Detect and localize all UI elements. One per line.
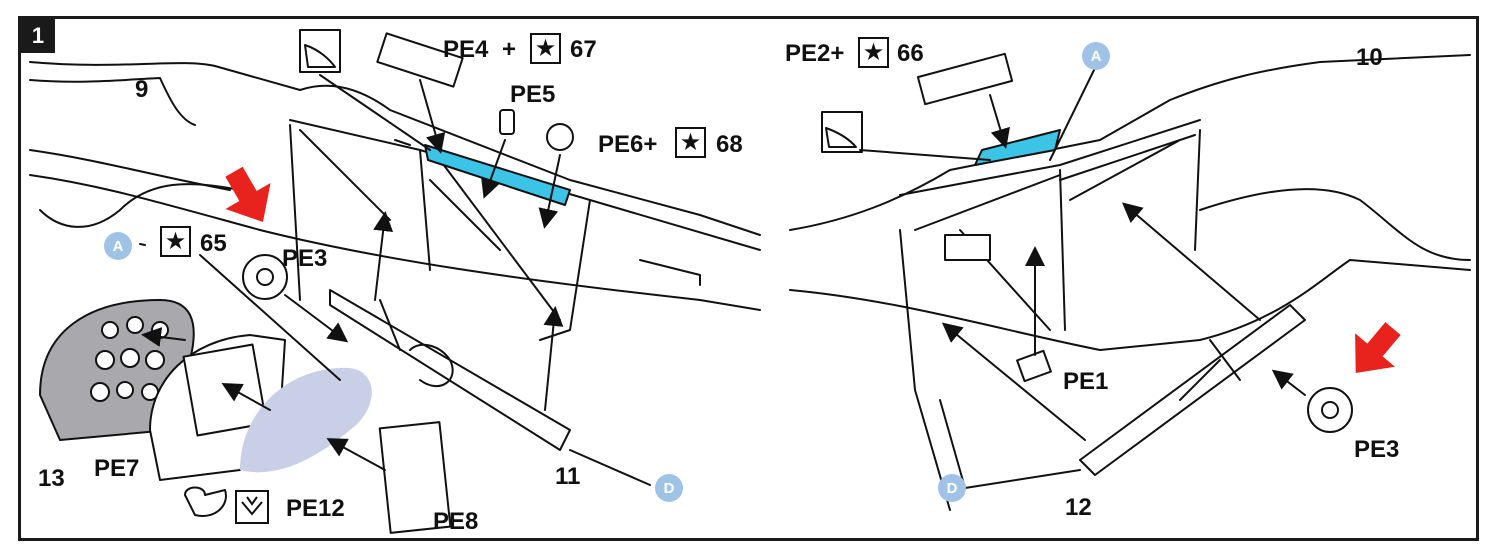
decal-star-icon-66: ★: [858, 37, 889, 68]
color-ref-a-left: A: [104, 232, 132, 260]
color-ref-a-right: A: [1082, 42, 1110, 70]
left-highlight-strip: [424, 144, 571, 206]
right-fuselage-lower: [789, 259, 1471, 351]
part-label-12: 12: [1065, 494, 1092, 521]
pe3-label-right: PE3: [1354, 436, 1400, 463]
step-number-badge: 1: [21, 19, 55, 53]
pe7-arrow: [221, 383, 271, 411]
d-leader-right-1: [964, 469, 1081, 489]
decal-65-label: 65: [200, 230, 227, 257]
left-fuselage-curve: [39, 183, 241, 228]
pe6-part: [546, 123, 574, 151]
pe8-arrow: [326, 438, 386, 471]
pe5-arrow: [481, 139, 506, 199]
rudder-arrow-r2: [1121, 202, 1261, 321]
symbol-leader-right: [859, 149, 991, 161]
right-brace: [914, 134, 1196, 331]
pe6-arrow: [538, 154, 561, 229]
left-rudder-bar: [329, 289, 571, 451]
pe5-label: PE5: [510, 81, 556, 108]
color-ref-d-right: D: [938, 474, 966, 502]
pe3-arrow-left: [284, 294, 349, 343]
right-panel-rail: [899, 119, 1201, 196]
decal-star-icon-65: ★: [160, 226, 191, 257]
pe3-wheel-right: [1307, 387, 1353, 433]
pe4-photoetch-part: [376, 32, 464, 88]
red-callout-arrow-right: [1355, 322, 1401, 373]
left-fuselage-top-edge: [29, 61, 761, 236]
left-fuselage-lower: [29, 149, 761, 311]
red-callout-arrow-left: [225, 166, 271, 222]
decal65-leader: [199, 254, 341, 381]
fabric-panel-shape: [240, 367, 372, 473]
decal-68-label: 68: [716, 131, 743, 158]
pe12-part: [184, 486, 227, 517]
rudder-arrow-1: [373, 211, 394, 301]
pe4-plus: +: [502, 36, 517, 63]
part-label-9: 9: [135, 76, 149, 103]
pe12-label: PE12: [286, 495, 345, 522]
right-fuselage-side: [1199, 188, 1471, 261]
fold-symbol-icon: [235, 490, 269, 524]
decal-66-label: 66: [897, 40, 924, 67]
pe2-photoetch-part: [916, 52, 1014, 106]
right-rudder-bar: [1079, 304, 1306, 476]
decal-67-label: 67: [570, 36, 597, 63]
pe7-label: PE7: [94, 455, 140, 482]
left-fuselage-side: [29, 77, 196, 126]
pe3-arrow-right: [1271, 369, 1306, 396]
part-label-13: 13: [38, 465, 65, 492]
panel-arrow: [141, 327, 186, 347]
right-bulkhead: [899, 129, 1201, 511]
symbol-leader-left: [319, 74, 431, 151]
pe2-label: PE2+: [785, 40, 845, 67]
rudder-arrow-2: [543, 306, 564, 411]
pe8-label: PE8: [433, 508, 479, 535]
decal-star-icon-68: ★: [675, 127, 706, 158]
pe1-part: [1016, 349, 1052, 383]
pe1-label: PE1: [1063, 368, 1109, 395]
a-leader-left: [139, 243, 146, 246]
part-label-10: 10: [1356, 44, 1383, 71]
pe3-wheel-left: [242, 254, 288, 300]
pe5-part: [499, 109, 515, 135]
left-bulkhead: [289, 124, 591, 341]
panel-dials: [90, 316, 169, 402]
pe2-arrow: [989, 94, 1010, 149]
color-ref-d-left: D: [655, 474, 683, 502]
pe3-label-left: PE3: [282, 245, 328, 272]
right-vent-grille: [944, 234, 991, 261]
pe4-label: PE4: [443, 36, 489, 63]
d-leader-left: [569, 449, 651, 486]
decal-star-icon-67: ★: [530, 33, 561, 64]
d-leader-right-2: [939, 399, 966, 489]
rudder-arrow-r1: [941, 322, 1086, 441]
pe4-arrow: [419, 79, 446, 154]
pe6-label: PE6+: [598, 131, 658, 158]
left-brace: [299, 129, 561, 321]
right-fuselage-top: [789, 54, 1471, 231]
left-tube-fittings: [394, 139, 701, 286]
a-leader-right: [1049, 67, 1096, 161]
part-label-11: 11: [555, 463, 581, 490]
pe8-photoetch-sheet: [378, 421, 452, 534]
